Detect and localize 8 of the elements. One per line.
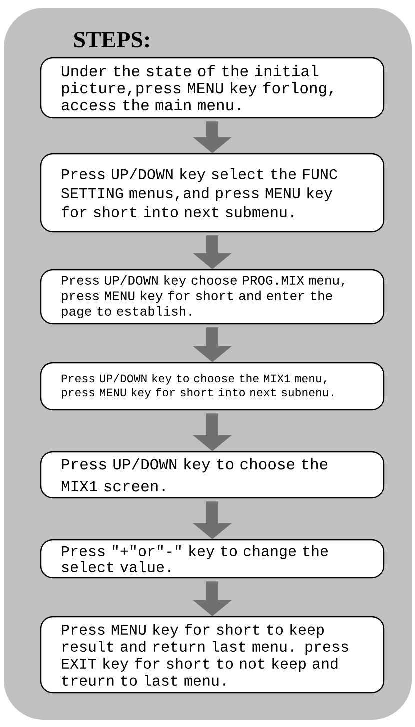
step-box: Under the state of the initial picture,press MENU key forlong, access the main menu. (40, 57, 385, 119)
step-box: Press MENU key for short to keep result and return last menu. press EXIT key for short to not keep and treurn to last menu. (40, 616, 385, 694)
step-box: Press UP/DOWN key to choose the MIX1 screen. (40, 451, 385, 499)
step-box: Press UP/DOWN key select the FUNC SETTING menus,and press MENU key for short into next submenu. (40, 153, 385, 233)
title: STEPS: (74, 32, 150, 48)
step-box: Press UP/DOWN key choose PROG.MIX menu, press MENU key for short and enter the page to establish. (40, 269, 385, 325)
step-box: Press UP/DOWN key to choose the MIX1 menu, press MENU key for short into next subnenu. (40, 362, 385, 411)
step-box: Press "+"or"-" key to change the select value. (40, 539, 385, 579)
